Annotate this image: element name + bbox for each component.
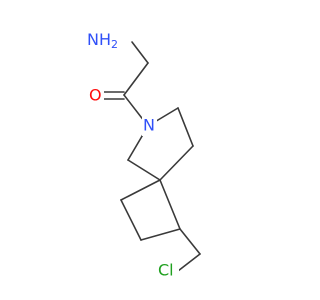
structure-canvas: NH2 O N Cl: [86, 29, 201, 280]
oxygen-label: O: [89, 86, 102, 105]
molecule-structure: NH2 O N Cl: [86, 29, 201, 280]
bond-c1-c2: [120, 199, 142, 241]
bond-spiro-c1: [120, 179, 161, 201]
bond-ch2b-spiro: [159, 145, 194, 181]
bond-ch2-carbonyl: [123, 62, 149, 96]
bond-c3-ch2cl: [179, 228, 201, 255]
bond-c3-spiro: [159, 179, 181, 230]
bond-ch2a-ch2b: [177, 107, 194, 147]
ring-nitrogen-label: N: [143, 116, 155, 135]
chlorine-label: Cl: [158, 261, 174, 280]
bond-ch2c-spiro: [127, 159, 161, 181]
bond-ch2-cl: [177, 253, 201, 272]
bonds: [103, 41, 201, 272]
amino-label: NH2: [87, 30, 118, 52]
bond-nh2-ch2: [131, 41, 149, 64]
bond-c2-c3: [140, 228, 181, 241]
atom-labels: NH2 O N Cl: [86, 29, 179, 280]
